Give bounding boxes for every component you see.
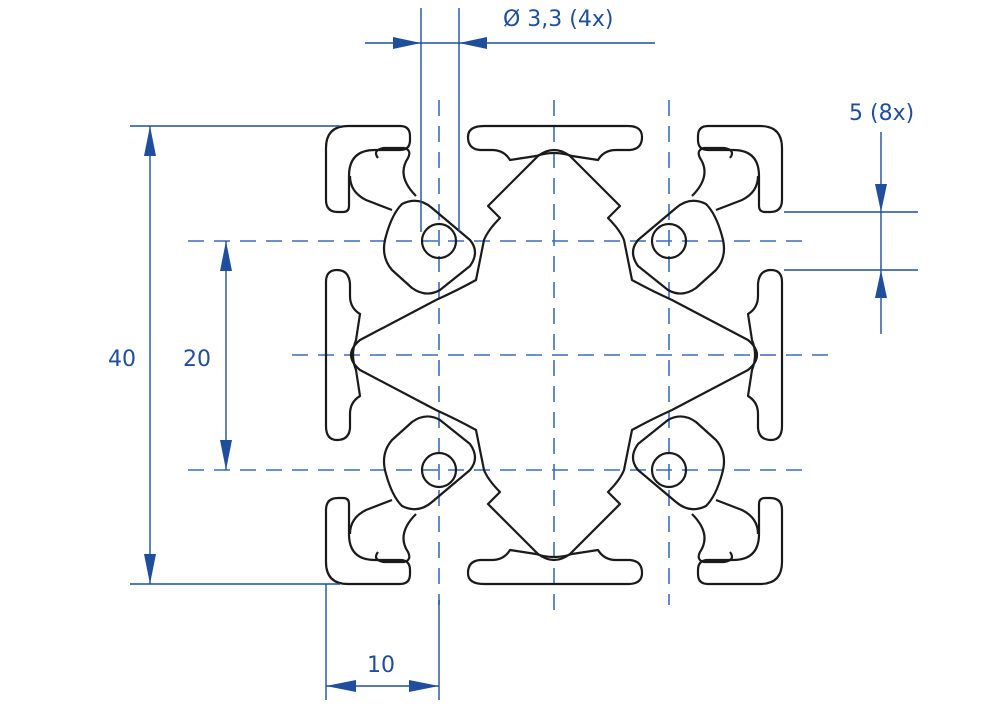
center-diamond [349,148,759,562]
lip-right-bottom [715,498,760,535]
corner-hook-bl [324,496,412,586]
lip-bottom-right [691,513,734,564]
arrow-head [875,270,887,298]
dimension-overall-height: 40 [108,125,340,585]
left-slot-bar [324,268,362,442]
dimension-hole-diameter: Ø 3,3 (4x) [365,7,655,232]
arrow-head [393,37,421,49]
hole-spacing-label: 20 [183,347,211,372]
bore-hole-bottom-right [650,451,688,489]
slot-width-label: 5 (8x) [849,101,914,126]
edge-offset-label: 10 [367,653,395,678]
arrow-head [144,554,156,584]
lip-right-top [715,175,760,212]
lip-bottom-left [374,513,417,564]
dimension-edge-offset: 10 [325,584,440,700]
arrow-head [326,680,356,692]
bore-hole-top-left [420,222,458,260]
arrow-head [875,184,887,212]
arrow-head [220,241,232,271]
bottom-slot-bar [466,548,644,586]
hole-diameter-label: Ø 3,3 (4x) [503,7,613,32]
arrow-head [459,37,487,49]
bore-hole-bottom-left [420,451,458,489]
lip-top-left [374,146,417,197]
lip-left-bottom [348,498,393,535]
boss-top-left [382,199,477,295]
center-lines [188,100,838,610]
boss-bottom-left [382,415,477,511]
overall-height-label: 40 [108,347,136,372]
arrow-head [409,680,439,692]
lip-top-right [691,146,734,197]
profile-outline [324,124,784,586]
top-slot-bar [466,124,644,162]
right-slot-bar [746,268,784,442]
boss-bottom-right [631,415,726,511]
lip-left-top [348,175,393,212]
dimension-slot-width: 5 (8x) [784,101,918,334]
dimension-hole-spacing: 20 [183,241,232,470]
boss-top-right [631,199,726,295]
corner-hook-tl [324,124,412,214]
corner-hook-br [696,496,784,586]
bore-hole-top-right [650,222,688,260]
corner-hook-tr [696,124,784,214]
arrow-head [220,440,232,470]
arrow-head [144,126,156,156]
dimensions: Ø 3,3 (4x) 5 (8x) 40 20 [108,7,918,700]
